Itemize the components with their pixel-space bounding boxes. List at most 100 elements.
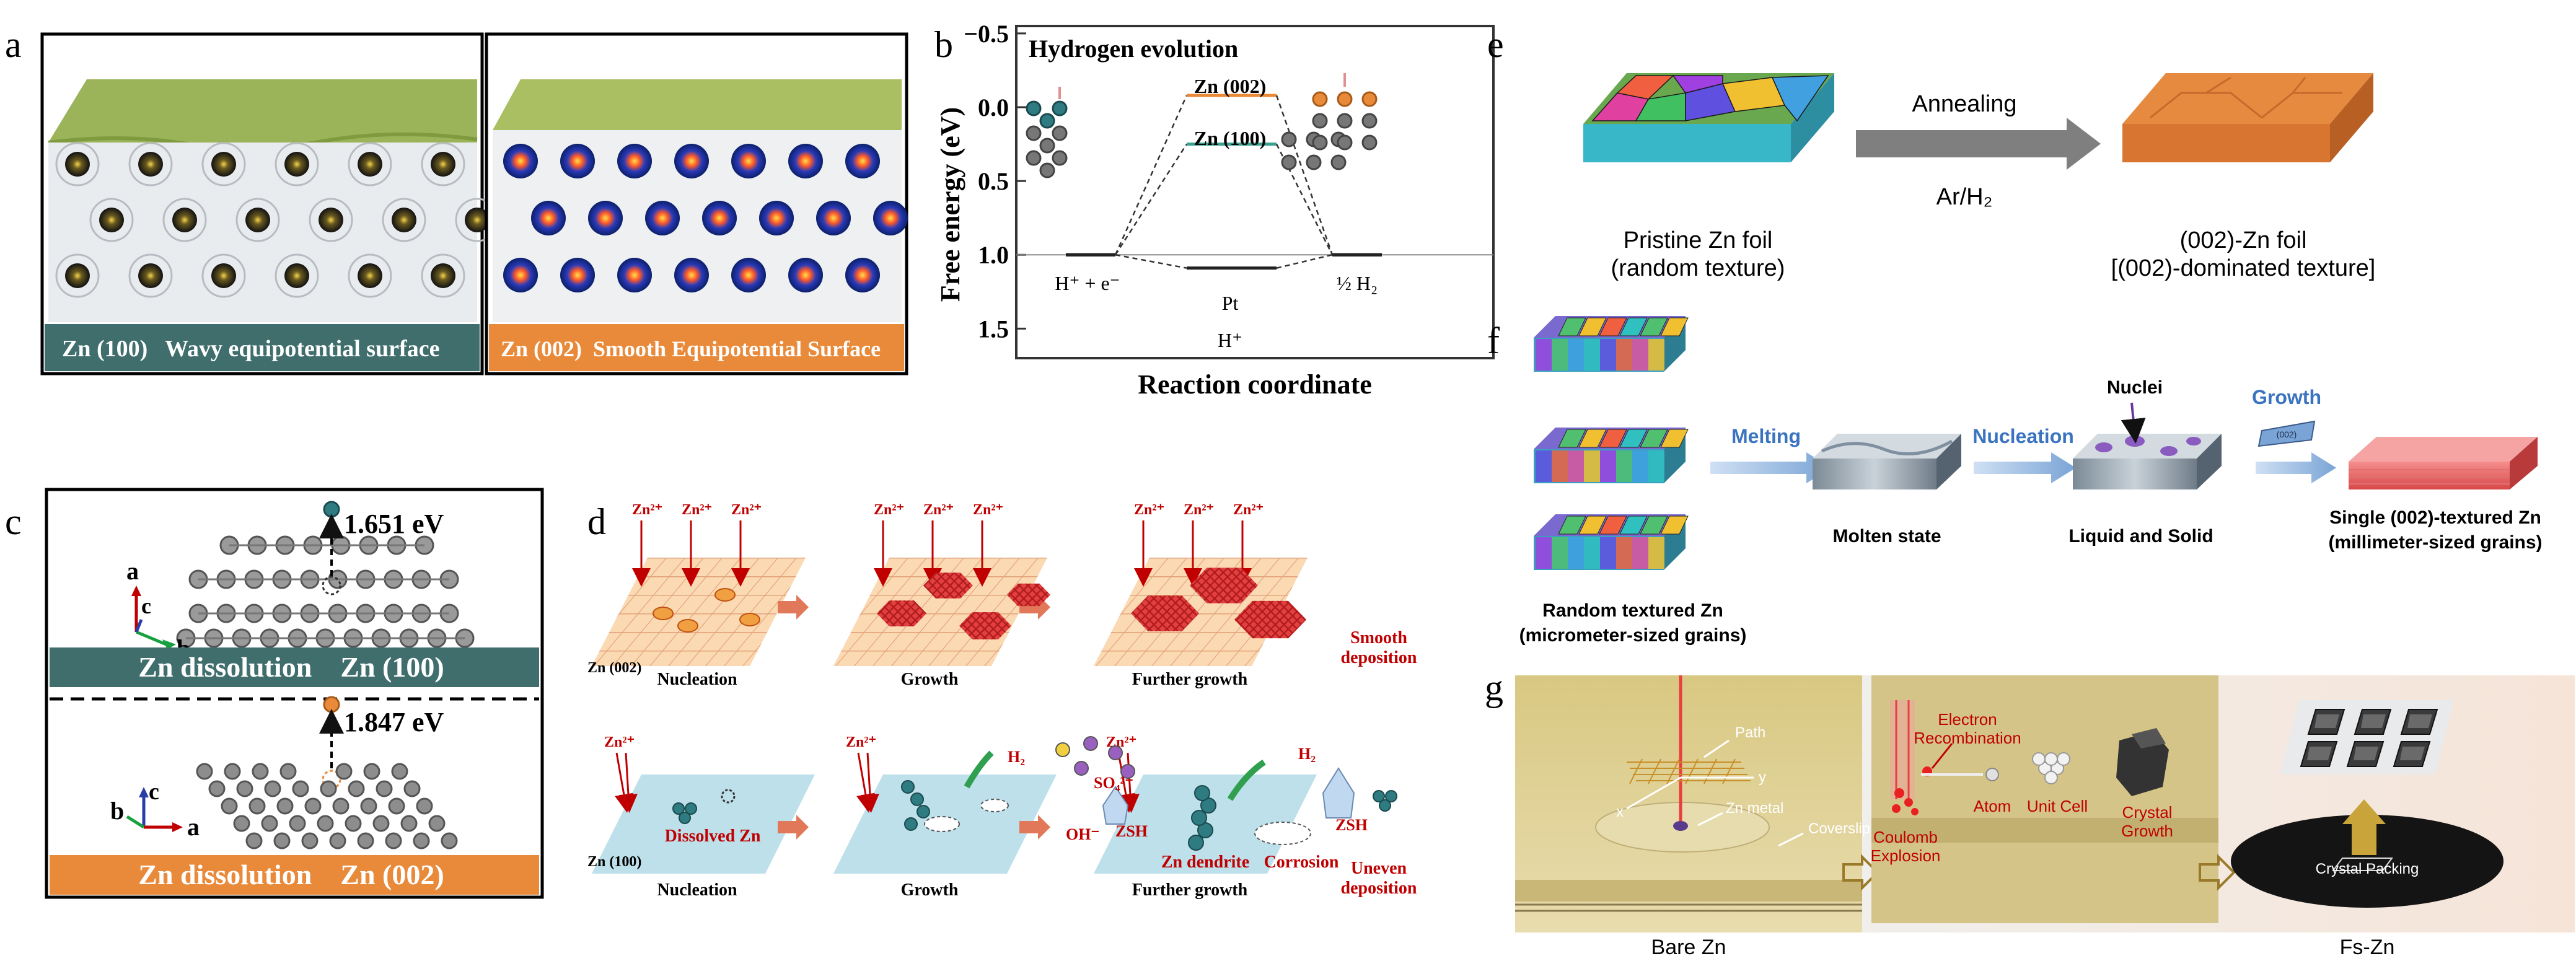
- so4-label: SO₄²⁻: [1094, 774, 1133, 792]
- packing-arrow: [2342, 799, 2386, 855]
- zn-atom: [248, 797, 266, 815]
- curve-label-zn100: Zn (100): [1194, 127, 1266, 149]
- curve-label-zn002: Zn (002): [1194, 75, 1266, 97]
- zn-ion-label: Zn²⁺: [731, 502, 762, 518]
- zn-atom: [345, 815, 362, 832]
- state-label-h-ads: H⁺: [1218, 329, 1242, 351]
- zn-deposit-texture: [1234, 600, 1306, 639]
- zn-ion-blob: [172, 208, 197, 232]
- zn-atom: [252, 763, 269, 780]
- equipotential-ring: [162, 198, 207, 242]
- ion-flux-arrow: [860, 752, 879, 813]
- fs-zn-label: Fs-Zn: [2340, 936, 2395, 959]
- melting-label: Melting: [1731, 425, 1801, 447]
- surface-atom: [1312, 91, 1328, 107]
- bare-zn-scene: [1515, 675, 1862, 932]
- zn-ion-blob: [503, 144, 538, 178]
- crystal-facet: [2307, 747, 2332, 760]
- zn-ion-blob: [392, 208, 416, 232]
- zn-atom: [276, 797, 294, 815]
- panel-label-e: e: [1487, 24, 1504, 65]
- zn-ion-blob: [284, 263, 309, 288]
- corrosion-pit: [1254, 822, 1311, 845]
- annealing-arrow: [1856, 118, 2101, 170]
- caption-bar-dissolution-002: [50, 855, 539, 895]
- random-grain-block: [1534, 428, 1689, 483]
- zn-atom: [289, 815, 306, 832]
- crystal-facet: [2354, 747, 2378, 760]
- crystal-facet: [2361, 714, 2386, 728]
- random-grain-block: [1534, 316, 1689, 372]
- equipotential-ring: [235, 198, 280, 242]
- zn-ion-blob: [211, 152, 236, 177]
- zn-ion-blob: [845, 258, 880, 292]
- sulfate-ion: [1074, 761, 1089, 776]
- corrosion-label: Corrosion: [1264, 853, 1339, 872]
- dissolving-atom-002: [323, 696, 340, 713]
- panel-a: a Zn (100) Wavy equipotential surface Zn…: [5, 24, 908, 375]
- free-energy-plot: [1016, 94, 1493, 270]
- zn-cluster-atom: [679, 812, 691, 824]
- g-flow-arrow-2: [2199, 854, 2236, 891]
- dissolved-zn-site: [721, 789, 736, 804]
- textured-caption-2: [(002)-dominated texture]: [2111, 255, 2376, 281]
- panel-g: g Path y x Zn metal Coverslip Bare Zn: [1485, 667, 2575, 959]
- zn-dendrite-atom: [910, 792, 924, 806]
- ion-flux-arrow: [1120, 752, 1140, 813]
- growth-crystal-icon: (002): [2257, 420, 2316, 447]
- zn-nucleus: [739, 613, 760, 626]
- zn-dendrite-atom: [1194, 785, 1210, 801]
- surface-atom: [1361, 91, 1378, 107]
- panel-f: f Melting Nucleation Growth (002) Molten…: [1487, 316, 2543, 646]
- zn-dendrite-atom: [917, 805, 930, 818]
- substrate-label-002: Zn (002): [587, 660, 641, 676]
- surface-atom: [1312, 113, 1328, 129]
- panel-a-left-slab: Zn (100) Wavy equipotential surface: [40, 32, 499, 375]
- grain: [1672, 75, 1723, 94]
- green-top-layer-002: [493, 79, 902, 130]
- zn-ion-blob: [645, 201, 680, 235]
- stage-further-bottom: Further growth: [1132, 880, 1248, 900]
- chart-title: Hydrogen evolution: [1029, 35, 1238, 63]
- zn-ion-blob: [560, 258, 595, 292]
- corrosion-pit: [980, 799, 1009, 812]
- y-tick-label: −0.5: [964, 20, 1009, 48]
- caption-zn002: Zn (002) Smooth Equipotential Surface: [501, 336, 881, 361]
- zsh-label-growth: ZSH: [1115, 822, 1148, 840]
- equipotential-ring: [421, 142, 465, 186]
- zn-atom: [320, 780, 337, 797]
- zn-ion-blob: [319, 208, 343, 232]
- surface-atom: [1361, 113, 1378, 129]
- zn-ion-label: Zn²⁺: [1184, 502, 1214, 518]
- growth-label: Growth: [2252, 386, 2321, 408]
- surface-atom: [1026, 100, 1042, 116]
- zn-ion-blob: [702, 201, 737, 235]
- zn-ion-label: Zn²⁺: [604, 734, 635, 750]
- y-tick-label: 0.0: [978, 94, 1009, 121]
- equipotential-ring: [275, 253, 319, 298]
- zn-ion-label: Zn²⁺: [632, 502, 662, 518]
- zn-ion-blob: [788, 144, 823, 178]
- surface-atom: [1337, 91, 1353, 107]
- equipotential-ring: [128, 253, 173, 298]
- zn100-substrate: [592, 775, 815, 874]
- evolution-arrow: [964, 750, 994, 789]
- green-top-layer: [48, 79, 477, 143]
- random-textured-label-2: (micrometer-sized grains): [1519, 625, 1747, 646]
- zn-ion-blob: [245, 208, 270, 232]
- zn-atom: [391, 763, 408, 780]
- zn-ion-blob: [617, 258, 652, 292]
- crystal-growth-icon: [2116, 731, 2169, 796]
- axis-a-top: a: [126, 557, 139, 585]
- h2-label-further: H₂: [1298, 745, 1316, 763]
- zn-atom: [304, 797, 322, 815]
- energy-label-100: 1.651 eV: [344, 509, 444, 539]
- zn-nucleus: [677, 619, 698, 633]
- equipotential-ring: [421, 253, 465, 298]
- random-textured-blocks: [1534, 316, 1689, 570]
- zn-ion-blob: [211, 263, 236, 288]
- equipotential-ring: [55, 142, 100, 186]
- zn-ion-blob: [873, 201, 908, 235]
- ion-flux-arrow: [618, 752, 638, 813]
